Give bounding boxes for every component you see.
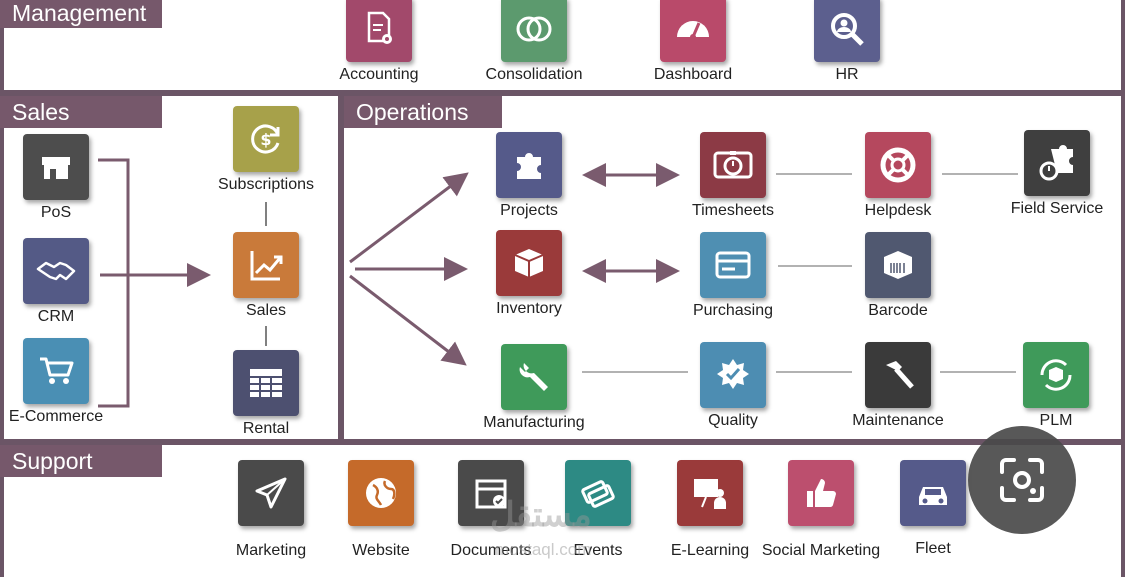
management-header: Management — [0, 0, 162, 28]
app-accounting[interactable]: Accounting — [314, 0, 444, 84]
cycle-box-icon — [1023, 342, 1089, 408]
support-header: Support — [0, 445, 162, 477]
app-label: Maintenance — [852, 412, 944, 429]
app-ecommerce[interactable]: E-Commerce — [0, 338, 121, 426]
app-elearning[interactable]: E-Learning — [645, 460, 775, 560]
wrench-icon — [501, 344, 567, 410]
app-timesheets[interactable]: Timesheets — [668, 132, 798, 220]
lens-scan-button[interactable] — [968, 426, 1076, 534]
app-field-service[interactable]: Field Service — [992, 130, 1122, 218]
app-label: Quality — [708, 412, 758, 429]
app-manufacturing[interactable]: Manufacturing — [469, 344, 599, 432]
app-plm[interactable]: PLM — [991, 342, 1121, 430]
box-icon — [496, 230, 562, 296]
app-label: Social Marketing — [761, 542, 881, 559]
app-label: Subscriptions — [217, 176, 315, 193]
app-projects[interactable]: Projects — [464, 132, 594, 220]
app-subscriptions[interactable]: $ Subscriptions — [201, 106, 331, 194]
card-icon — [700, 232, 766, 298]
shop-icon — [23, 134, 89, 200]
watermark-arabic: مستقل — [490, 496, 592, 534]
app-rental[interactable]: Rental — [201, 350, 331, 438]
calendar-grid-icon — [233, 350, 299, 416]
globe-icon — [348, 460, 414, 526]
app-dashboard[interactable]: Dashboard — [628, 0, 758, 84]
app-crm[interactable]: CRM — [0, 238, 121, 326]
handshake-icon — [23, 238, 89, 304]
scan-icon — [1000, 458, 1044, 502]
app-label: Inventory — [496, 300, 562, 317]
app-social-marketing[interactable]: Social Marketing — [756, 460, 886, 560]
watermark-latin: mostaql.com — [495, 540, 592, 559]
app-helpdesk[interactable]: Helpdesk — [833, 132, 963, 220]
app-label: Purchasing — [692, 302, 774, 319]
document-gear-icon — [346, 0, 412, 62]
app-label: Field Service — [1010, 200, 1104, 217]
app-label: Marketing — [235, 542, 307, 559]
app-label: Fleet — [915, 540, 951, 557]
app-label: Consolidation — [485, 66, 583, 83]
app-label: Timesheets — [691, 202, 775, 219]
magnifier-user-icon — [814, 0, 880, 62]
app-label: Events — [573, 542, 623, 559]
app-label: HR — [835, 66, 859, 83]
app-maintenance[interactable]: Maintenance — [833, 342, 963, 430]
app-label: Sales — [245, 302, 287, 319]
app-label: Rental — [242, 420, 290, 437]
barcode-box-icon — [865, 232, 931, 298]
app-label: E-Learning — [670, 542, 750, 559]
archive-tray-icon — [458, 460, 524, 526]
gauge-icon — [660, 0, 726, 62]
app-purchasing[interactable]: Purchasing — [668, 232, 798, 320]
app-events[interactable]: Events — [533, 460, 663, 560]
app-label: Helpdesk — [864, 202, 932, 219]
app-label: Documents — [450, 542, 532, 559]
app-label: E-Commerce — [8, 408, 104, 425]
app-marketing[interactable]: Marketing — [206, 460, 336, 560]
app-pos[interactable]: PoS — [0, 134, 121, 222]
app-label: Projects — [500, 202, 558, 219]
app-label: CRM — [37, 308, 75, 325]
app-quality[interactable]: Quality — [668, 342, 798, 430]
tickets-icon — [565, 460, 631, 526]
app-label: Website — [352, 542, 410, 559]
stopwatch-icon — [700, 132, 766, 198]
hammer-icon — [865, 342, 931, 408]
presenter-icon — [677, 460, 743, 526]
puzzle-timer-icon — [1024, 130, 1090, 196]
app-website[interactable]: Website — [316, 460, 446, 560]
app-barcode[interactable]: Barcode — [833, 232, 963, 320]
cart-icon — [23, 338, 89, 404]
app-fleet[interactable]: Fleet — [868, 460, 998, 558]
puzzle-icon — [496, 132, 562, 198]
paper-plane-icon — [238, 460, 304, 526]
app-label: PLM — [1039, 412, 1073, 429]
operations-header: Operations — [344, 96, 502, 128]
lifebuoy-icon — [865, 132, 931, 198]
car-icon — [900, 460, 966, 526]
app-label: Dashboard — [653, 66, 733, 83]
app-sales[interactable]: Sales — [201, 232, 331, 320]
app-label: Accounting — [339, 66, 419, 83]
app-inventory[interactable]: Inventory — [464, 230, 594, 318]
thumbs-up-icon — [788, 460, 854, 526]
quality-badge-icon — [700, 342, 766, 408]
trend-chart-icon — [233, 232, 299, 298]
recurring-dollar-icon: $ — [233, 106, 299, 172]
svg-text:$: $ — [260, 130, 271, 149]
sales-header: Sales — [0, 96, 162, 128]
overlap-circles-icon — [501, 0, 567, 62]
app-hr[interactable]: HR — [782, 0, 912, 84]
app-label: PoS — [40, 204, 72, 221]
app-label: Manufacturing — [483, 414, 585, 431]
app-documents[interactable]: Documents — [426, 460, 556, 560]
app-consolidation[interactable]: Consolidation — [469, 0, 599, 84]
app-label: Barcode — [868, 302, 928, 319]
